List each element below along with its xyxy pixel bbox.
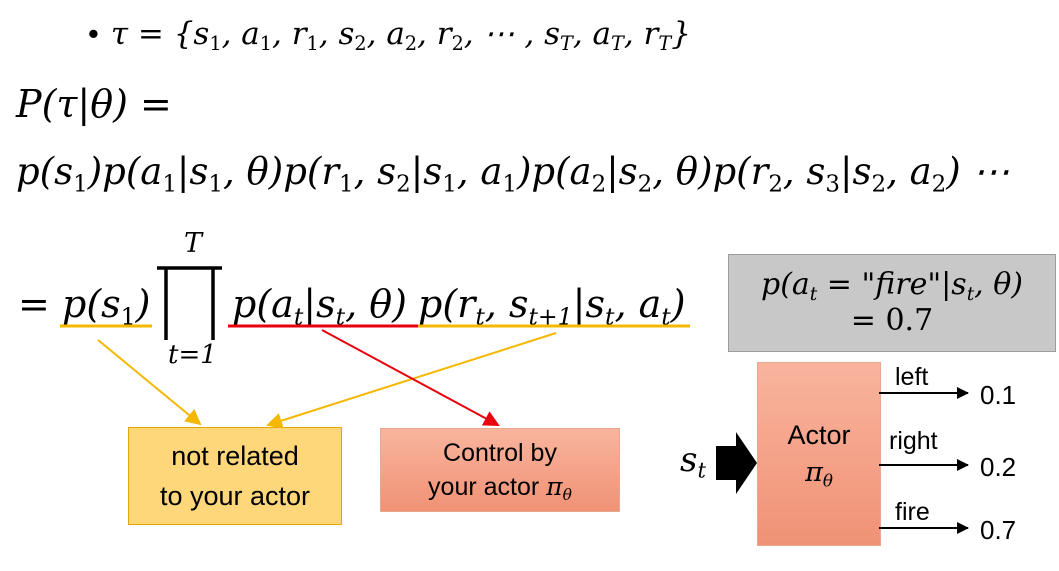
equals-sign: = — [18, 282, 50, 326]
not-related-note: not related to your actor — [128, 427, 342, 525]
output-value-left: 0.1 — [980, 380, 1016, 410]
policy-term: p(at|st, θ) — [232, 282, 407, 331]
initial-state-term: p(s1) — [62, 282, 151, 331]
not-related-line-2: to your actor — [159, 481, 311, 511]
trajectory-probability-heading: P(τ|θ) = — [16, 82, 172, 126]
bullet-icon: • — [88, 16, 99, 51]
actor-policy-symbol: πθ — [805, 457, 833, 491]
expanded-product-formula: p(s1)p(a1|s1, θ)p(r1, s2|s1, a1)p(a2|s2,… — [16, 150, 1010, 198]
output-label-right: right — [889, 427, 938, 455]
trajectory-definition: •τ = {s1, a1, r1, s2, a2, r2, ⋯ , sT, aT… — [88, 16, 691, 56]
output-label-left: left — [895, 363, 928, 391]
not-related-line-1: not related — [171, 441, 299, 471]
actor-title: Actor — [787, 420, 851, 450]
product-upper-limit: T — [184, 228, 203, 259]
fire-probability-expression: p(at = "fire"|st, θ) — [760, 267, 1024, 305]
actor-output-fire: fire 0.7 — [879, 498, 1016, 545]
yellow-arrow-initial-state — [97, 339, 202, 426]
red-arrow-policy — [321, 329, 500, 426]
environment-dynamics-term: p(rt, st+1|st, at) — [418, 282, 686, 331]
actor-output-right: right 0.2 — [879, 427, 1016, 482]
control-line-2: your actor πθ — [428, 472, 572, 504]
fire-probability-value: = 0.7 — [850, 303, 934, 338]
fire-probability-box: p(at = "fire"|st, θ) = 0.7 — [728, 254, 1056, 352]
output-value-fire: 0.7 — [980, 515, 1016, 545]
state-input-arrow-icon — [716, 432, 757, 494]
control-by-actor-note: Control by your actor πθ — [380, 428, 620, 512]
output-value-right: 0.2 — [980, 452, 1016, 482]
state-input-label: st — [680, 440, 706, 483]
actor-output-left: left 0.1 — [879, 363, 1016, 410]
product-symbol — [157, 266, 222, 340]
actor-box: Actor πθ — [757, 362, 881, 546]
product-lower-limit: t=1 — [168, 340, 217, 370]
output-label-fire: fire — [895, 498, 930, 526]
control-line-1: Control by — [443, 439, 557, 467]
